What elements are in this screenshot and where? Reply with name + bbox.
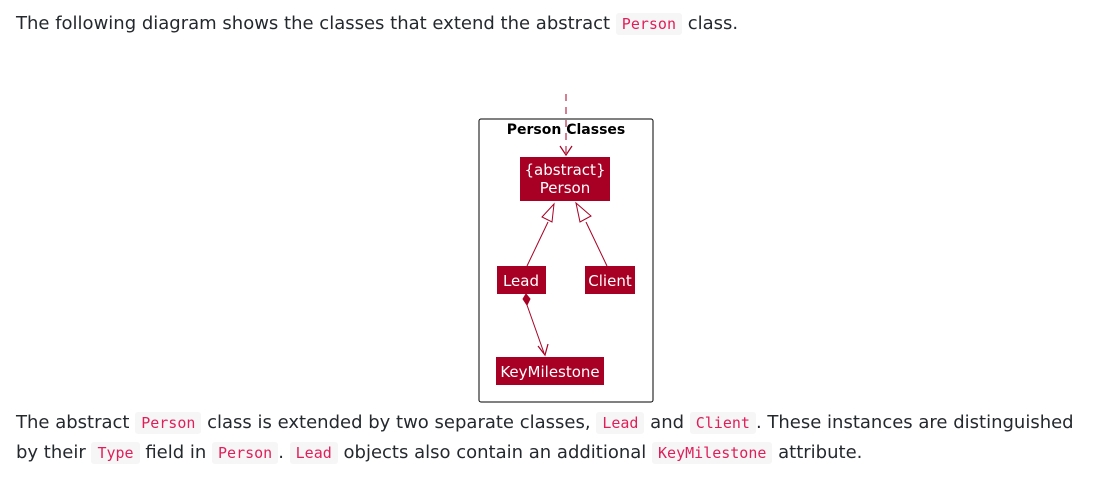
person-class-name: Person (540, 179, 590, 197)
package-title: Person Classes (507, 122, 625, 138)
incoming-arrowhead (559, 145, 573, 157)
desc-text-6: . (278, 442, 290, 463)
description-paragraph: The abstract Person class is extended by… (16, 408, 1096, 468)
class-node-keymilestone (496, 357, 604, 385)
edge-client-to-person (585, 221, 608, 267)
desc-text-1: The abstract (16, 412, 136, 433)
inline-code-client: Client (689, 412, 756, 434)
desc-text-7: objects also contain an additional (337, 442, 653, 463)
inline-code-person: Person (615, 13, 682, 35)
class-node-lead (497, 266, 546, 294)
keymilestone-class-name: KeyMilestone (500, 363, 599, 381)
desc-text-2: class is extended by two separate classe… (201, 412, 597, 433)
intro-text-after: class. (681, 13, 739, 34)
edge-lead-to-person (526, 221, 549, 267)
keymilestone-arrowhead (537, 343, 549, 357)
intro-text-before: The following diagram shows the classes … (16, 13, 616, 34)
edge-lead-to-keymilestone (526, 304, 545, 354)
client-class-name: Client (588, 272, 632, 290)
inline-code-type: Type (91, 442, 140, 464)
inline-code-keymilestone: KeyMilestone (652, 442, 773, 464)
person-stereotype: {abstract} (525, 161, 606, 179)
inheritance-triangle-client (575, 201, 592, 223)
class-node-person (520, 157, 610, 201)
inline-code-person-1: Person (135, 412, 202, 434)
inline-code-lead-2: Lead (289, 442, 338, 464)
inline-code-person-2: Person (212, 442, 279, 464)
inline-code-lead-1: Lead (596, 412, 645, 434)
desc-text-3: and (644, 412, 690, 433)
desc-text-4: . These instances are distinguished by t… (16, 412, 1074, 463)
inheritance-triangle-lead (541, 202, 555, 223)
desc-text-5: field in (139, 442, 213, 463)
class-node-client (585, 266, 635, 294)
intro-paragraph: The following diagram shows the classes … (16, 9, 738, 39)
lead-class-name: Lead (503, 272, 539, 290)
desc-text-8: attribute. (772, 442, 863, 463)
